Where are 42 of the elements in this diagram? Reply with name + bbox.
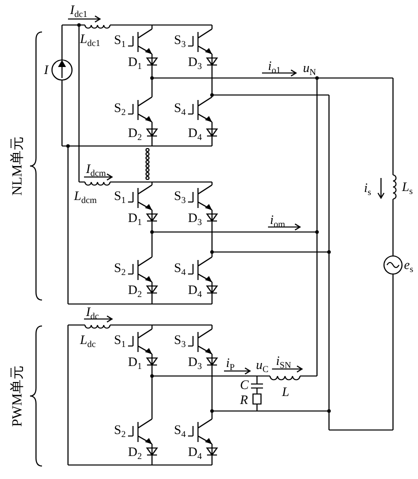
current-label: i$_{s}$ — [364, 181, 372, 199]
part-label: S$_{2}$ — [114, 423, 126, 441]
part-label: D$_{4}$ — [188, 283, 202, 301]
part-label: D$_{2}$ — [128, 445, 142, 463]
part-label: D$_{2}$ — [128, 283, 142, 301]
voltage-label: e$_{s}$ — [404, 258, 414, 276]
part-label: D$_{4}$ — [188, 445, 202, 463]
part-label: D$_{4}$ — [188, 126, 202, 144]
part-label: D$_{1}$ — [128, 55, 142, 73]
part-label: S$_{1}$ — [114, 333, 126, 351]
part-label: L$_{dc}$ — [80, 333, 96, 351]
part-label: D$_{3}$ — [188, 355, 202, 373]
current-label: I$_{dc1}$ — [70, 3, 88, 21]
part-label: I — [44, 63, 48, 77]
current-label: I$_{dcm}$ — [86, 162, 106, 180]
current-label: i$_{SN}$ — [276, 354, 292, 372]
part-label: D$_{3}$ — [188, 55, 202, 73]
part-label: S$_{3}$ — [174, 189, 186, 207]
part-label: S$_{4}$ — [174, 261, 186, 279]
part-label: S$_{4}$ — [174, 101, 186, 119]
part-label: D$_{3}$ — [188, 211, 202, 229]
part-label: D$_{1}$ — [128, 355, 142, 373]
part-label: S$_{2}$ — [114, 101, 126, 119]
part-label: S$_{4}$ — [174, 423, 186, 441]
part-label: S$_{1}$ — [114, 33, 126, 51]
part-label: L$_{dc1}$ — [80, 32, 100, 50]
voltage-label: u$_{C}$ — [256, 358, 269, 376]
voltage-label: u$_{N}$ — [303, 61, 316, 79]
current-label: i$_{P}$ — [226, 356, 235, 374]
part-label: R — [240, 393, 248, 407]
part-label: L$_{s}$ — [402, 180, 413, 198]
part-label: C — [240, 378, 249, 392]
part-label: S$_{2}$ — [114, 261, 126, 279]
part-label: S$_{1}$ — [114, 189, 126, 207]
part-label: D$_{2}$ — [128, 126, 142, 144]
part-label: S$_{3}$ — [174, 33, 186, 51]
module-label: PWM单元 — [10, 365, 26, 427]
part-label: L — [282, 385, 290, 399]
part-label: S$_{3}$ — [174, 333, 186, 351]
module-label: NLM单元 — [10, 136, 26, 196]
part-label: L$_{dcm}$ — [74, 189, 97, 207]
part-label: D$_{1}$ — [128, 211, 142, 229]
